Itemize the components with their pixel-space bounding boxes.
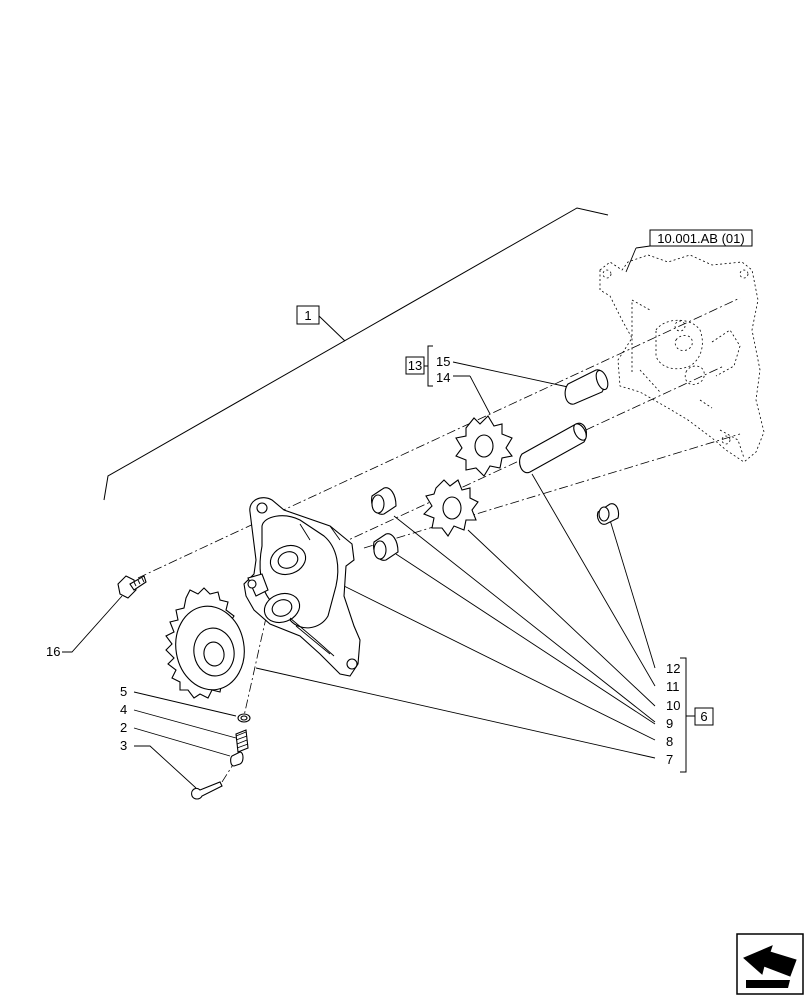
callout-6[interactable]: 6 [694,707,714,726]
split-pin [191,781,223,800]
leader-lines [62,361,656,789]
svg-text:13: 13 [408,358,422,373]
bush-upper [371,487,397,515]
drive-gear [165,587,245,699]
kit-bracket-13 [424,345,433,387]
spring [235,729,249,753]
callout-2[interactable]: 2 [120,720,127,735]
callout-16[interactable]: 16 [46,644,60,659]
callout-9[interactable]: 9 [666,716,673,731]
pump-housing [243,497,361,677]
callout-13[interactable]: 13 [405,356,425,375]
shaft [519,422,587,474]
bush-lower [373,533,399,561]
next-page-arrow-icon[interactable] [736,933,804,995]
callout-11[interactable]: 11 [666,679,680,694]
callout-5[interactable]: 5 [120,684,127,699]
callout-8[interactable]: 8 [666,734,673,749]
svg-text:6: 6 [700,709,707,724]
plunger [230,751,244,767]
callout-4[interactable]: 4 [120,702,127,717]
outer-rotor [455,415,513,477]
callout-14[interactable]: 14 [436,370,450,385]
callout-10[interactable]: 10 [666,698,680,713]
kit-bracket-6 [680,657,695,773]
callout-15[interactable]: 15 [436,354,450,369]
callout-12[interactable]: 12 [666,661,680,676]
sleeve [596,503,620,525]
reference-tag[interactable]: 10.001.AB (01) [625,229,753,273]
callout-7[interactable]: 7 [666,752,673,767]
assembly-bracket [103,207,609,501]
svg-text:1: 1 [304,308,311,323]
washer [237,713,251,723]
callout-3[interactable]: 3 [120,738,127,753]
bolt [117,575,147,599]
dowel-pin [564,369,609,405]
callout-1[interactable]: 1 [296,305,320,325]
callouts: 1 13 15 14 12 11 10 9 8 7 6 5 4 2 3 16 [46,305,714,767]
engine-block-outline [599,254,765,463]
reference-label: 10.001.AB (01) [657,231,744,246]
inner-rotor [423,479,479,537]
